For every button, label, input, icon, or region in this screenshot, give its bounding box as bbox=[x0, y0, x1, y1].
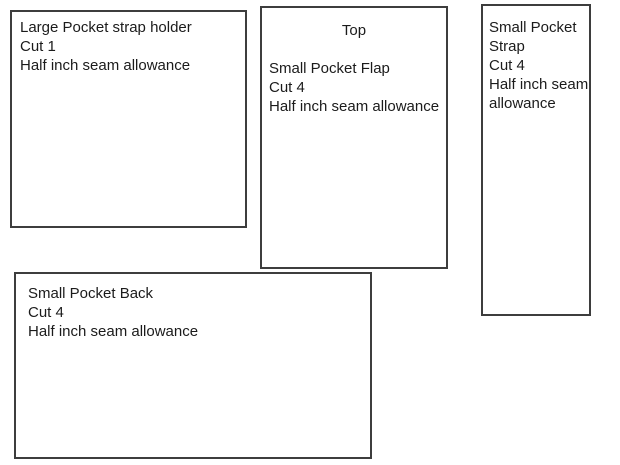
pattern-piece-small-pocket-back: Small Pocket Back Cut 4 Half inch seam a… bbox=[14, 272, 372, 459]
piece-name-label-line1: Small Pocket bbox=[489, 19, 577, 36]
seam-allowance-label: Half inch seam allowance bbox=[28, 323, 199, 340]
seam-allowance-label-line2: allowance bbox=[489, 95, 556, 112]
seam-allowance-label-line1: Half inch seam bbox=[489, 76, 589, 93]
cut-count-label: Cut 4 bbox=[28, 304, 64, 321]
seam-allowance-label: Half inch seam allowance bbox=[20, 57, 191, 74]
blank-line bbox=[269, 40, 439, 59]
seam-allowance-label: Half inch seam allowance bbox=[269, 98, 440, 115]
pattern-piece-large-pocket-strap-holder: Large Pocket strap holder Cut 1 Half inc… bbox=[10, 10, 247, 228]
pattern-piece-small-pocket-flap: Top Small Pocket Flap Cut 4 Half inch se… bbox=[260, 6, 448, 269]
top-edge-label: Top bbox=[341, 22, 367, 39]
piece-name-label: Large Pocket strap holder bbox=[20, 19, 192, 36]
piece-name-label: Small Pocket Flap bbox=[269, 60, 390, 77]
cut-count-label: Cut 4 bbox=[489, 57, 525, 74]
piece-name-label: Small Pocket Back bbox=[28, 285, 154, 302]
cut-count-label: Cut 1 bbox=[20, 38, 56, 55]
pattern-piece-small-pocket-strap: Small Pocket Strap Cut 4 Half inch seam … bbox=[481, 4, 591, 316]
piece-name-label-line2: Strap bbox=[489, 38, 525, 55]
cut-count-label: Cut 4 bbox=[269, 79, 305, 96]
